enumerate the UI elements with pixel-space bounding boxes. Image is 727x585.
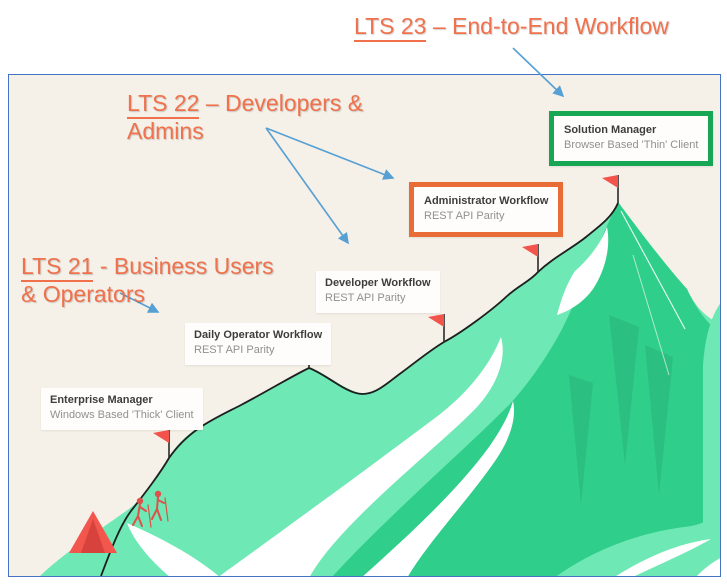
- snow-line: [620, 210, 686, 330]
- milestone-administrator-workflow: Administrator Workflow REST API Parity: [409, 182, 564, 237]
- milestone-solution-manager: Solution Manager Browser Based 'Thin' Cl…: [549, 111, 714, 166]
- flag-icon: [428, 314, 445, 342]
- snow-patch-summit: [557, 227, 609, 315]
- milestone-developer-workflow: Developer Workflow REST API Parity: [316, 271, 440, 313]
- snow-swoosh-corner2: [696, 558, 720, 576]
- milestone-enterprise-manager: Enterprise Manager Windows Based 'Thick'…: [41, 388, 203, 430]
- lts21-label: LTS 21: [21, 253, 94, 282]
- snow-swoosh-base: [127, 523, 219, 576]
- callout-lts23: LTS 23 – End-to-End Workflow: [354, 12, 669, 42]
- mountain-dark-face: [332, 202, 720, 576]
- milestone-title: Administrator Workflow: [424, 195, 549, 207]
- mountain-bottom-foothill: [556, 508, 720, 576]
- snow-swoosh-corner: [616, 539, 711, 576]
- lts23-text: – End-to-End Workflow: [426, 13, 669, 39]
- mountain-shadow-streak: [609, 315, 639, 465]
- milestone-subtitle: REST API Parity: [325, 292, 406, 305]
- milestone-subtitle: REST API Parity: [194, 344, 275, 357]
- callout-lts21: LTS 21 - Business Users & Operators: [21, 252, 283, 308]
- milestone-title: Developer Workflow: [325, 277, 431, 289]
- milestone-subtitle: Windows Based 'Thick' Client: [50, 409, 194, 422]
- mountain-right-foothill: [703, 303, 720, 576]
- milestone-subtitle: Browser Based 'Thin' Client: [564, 139, 699, 152]
- flag-icon: [153, 430, 170, 458]
- callout-lts22: LTS 22 – Developers & Admins: [127, 89, 399, 145]
- lts22-text: – Developers & Admins: [127, 90, 364, 145]
- snow-line: [632, 254, 670, 376]
- diagram-frame: Enterprise Manager Windows Based 'Thick'…: [8, 74, 721, 577]
- flag-icon: [602, 175, 619, 203]
- tent-icon: [69, 511, 117, 553]
- climbers-icon: [132, 490, 169, 528]
- mountain-illustration: [40, 175, 720, 576]
- milestone-title: Daily Operator Workflow: [194, 329, 323, 341]
- milestone-daily-operator-workflow: Daily Operator Workflow REST API Parity: [185, 323, 332, 365]
- milestone-title: Solution Manager: [564, 124, 657, 136]
- milestone-subtitle: REST API Parity: [424, 210, 505, 223]
- milestone-title: Enterprise Manager: [50, 394, 153, 406]
- lts22-label: LTS 22: [127, 90, 200, 119]
- lts21-text: - Business Users & Operators: [21, 253, 274, 308]
- mountain-shadow-streak: [569, 375, 593, 505]
- flag-icon: [522, 244, 539, 272]
- lts23-label: LTS 23: [354, 13, 427, 42]
- mountain-shadow-streak: [645, 345, 673, 495]
